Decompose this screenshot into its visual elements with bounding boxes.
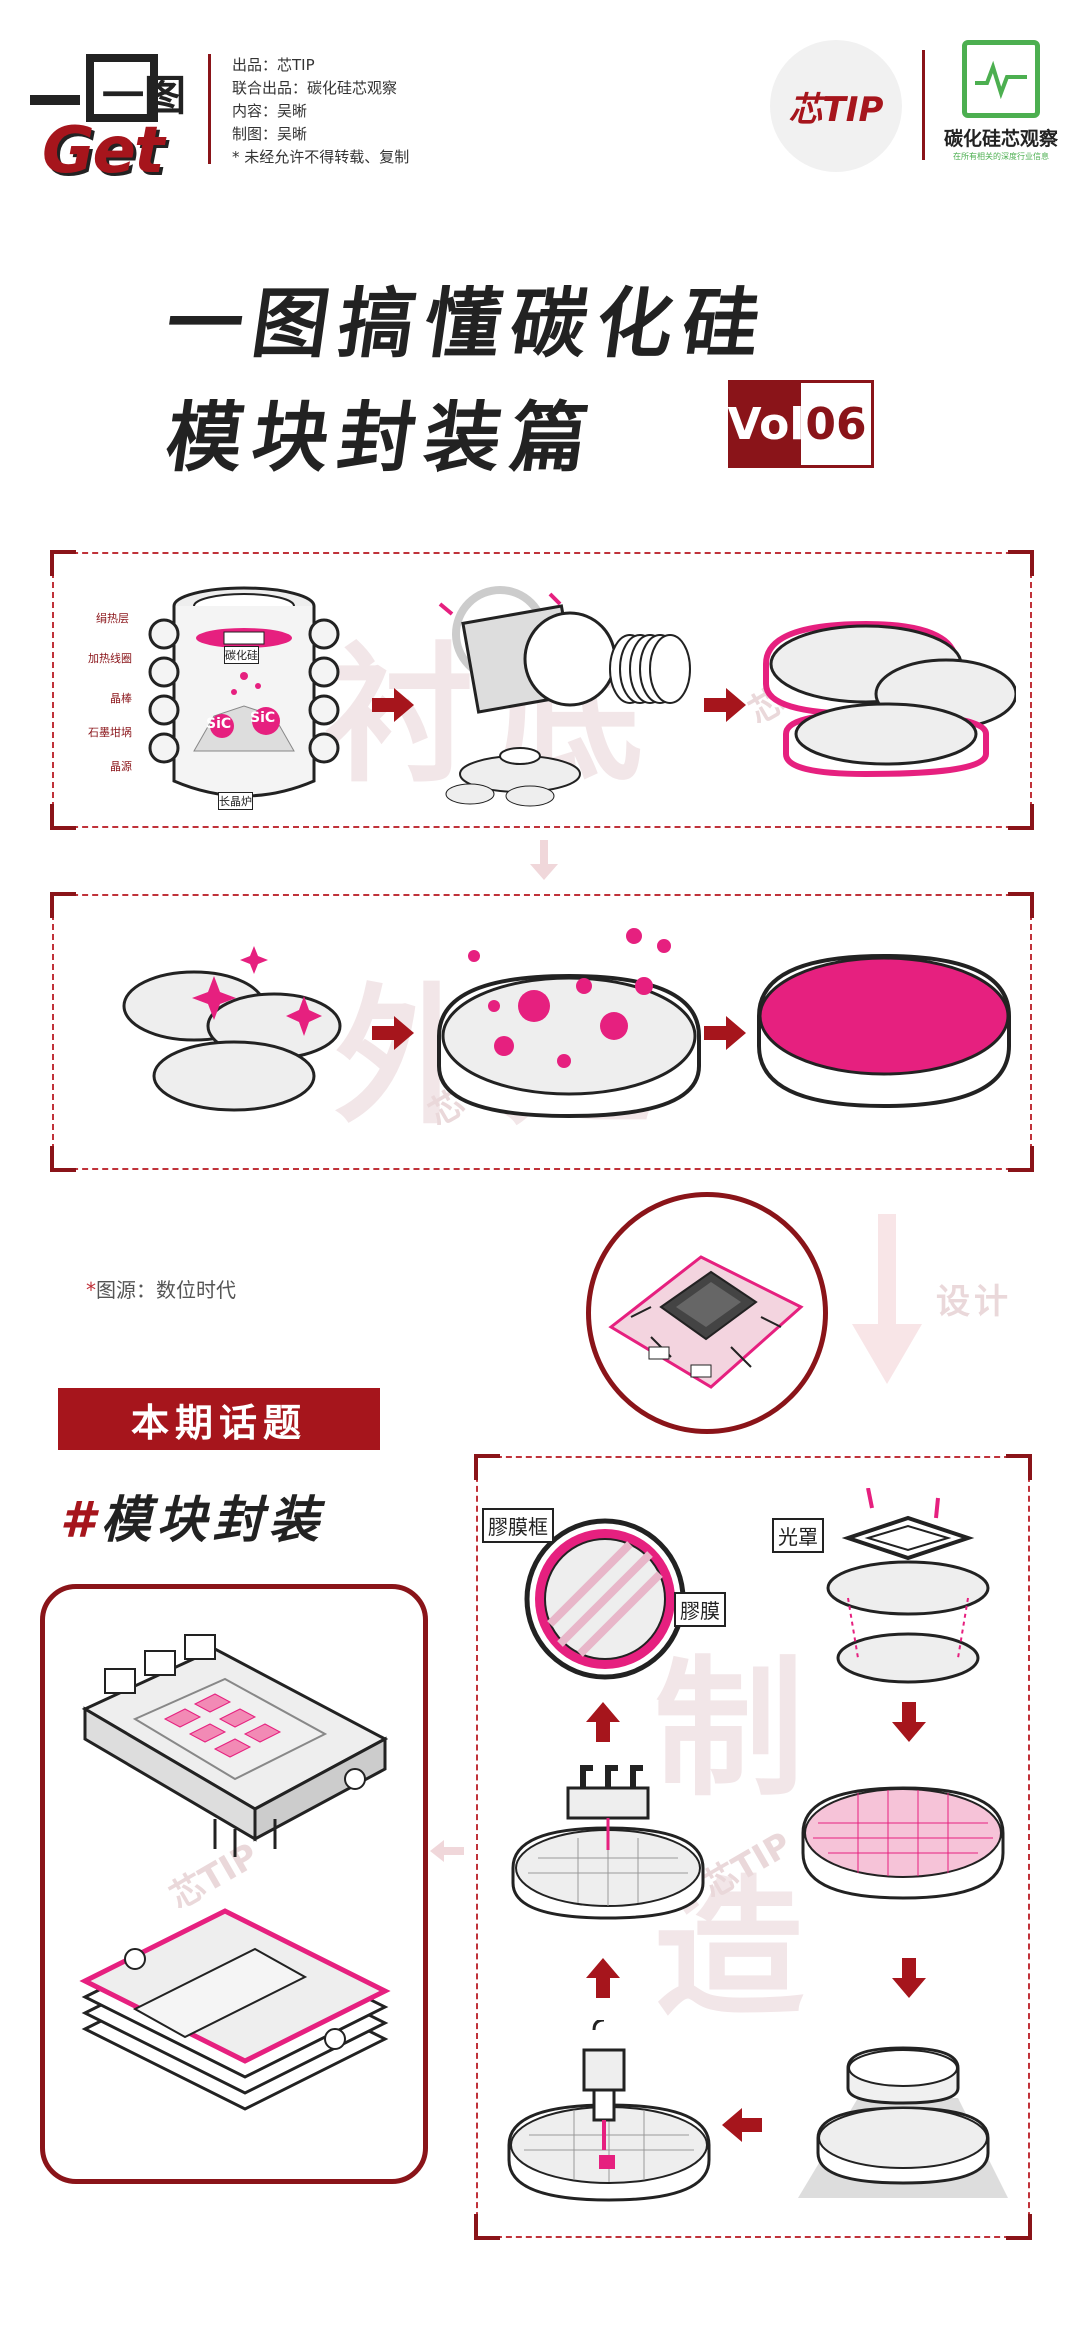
- tape-frame-illustration: [524, 1518, 686, 1680]
- flow-arrow-down-icon: [530, 840, 558, 880]
- credit-line: 内容：吴晰: [232, 102, 308, 120]
- wafer-stack-illustration: [122, 946, 342, 1112]
- wafer-probe-illustration: [798, 2046, 1008, 2198]
- label-tape-frame: 膠膜框: [482, 1508, 554, 1543]
- design-chip-circle: [586, 1192, 828, 1434]
- arrow-right-icon: [704, 1016, 746, 1050]
- epitaxy-deposition-illustration: [437, 928, 701, 1119]
- partner2-subtext: 在所有相关的深度行业信息: [953, 152, 1049, 161]
- label-tape: 膠膜: [674, 1592, 726, 1627]
- wafer-dicing-illustration: [507, 2020, 711, 2202]
- vol-label: Vol: [728, 383, 804, 465]
- partner-logo-sic: 碳化硅芯观察 在所有相关的深度行业信息: [936, 40, 1066, 170]
- label-photomask: 光罩: [772, 1518, 824, 1553]
- partner-logo-xintip: 芯TIP: [770, 40, 902, 172]
- credit-line: * 未经允许不得转载、复制: [232, 148, 410, 166]
- arrow-up-icon: [586, 1702, 620, 1742]
- chip-design-icon: [608, 1255, 804, 1389]
- sic-wafers-illustration: [763, 620, 1016, 778]
- label-heating-coil: 加热线圈: [88, 652, 132, 665]
- stage-manufacturing-frame: 制 造 芯TIP 膠膜框 膠膜 光罩: [474, 1454, 1032, 2240]
- partner2-text: 碳化硅芯观察: [943, 128, 1058, 150]
- source-star-icon: *: [86, 1278, 96, 1302]
- topic-hashtag-text: 模块封装: [100, 1491, 325, 1549]
- wire-bonding-illustration: [511, 1765, 705, 1920]
- image-source-text: 图源：数位时代: [96, 1278, 236, 1302]
- label-insulation: 绢热层: [96, 612, 129, 625]
- vol-number: 06: [801, 383, 871, 465]
- arrow-right-icon: [704, 688, 746, 722]
- frame-corner: [1008, 550, 1034, 576]
- arrow-down-icon: [892, 1958, 926, 1998]
- frame-corner: [50, 1146, 76, 1172]
- title-line-1: 一图搞懂碳化硅: [160, 279, 776, 368]
- get-logo: 一图 Get: [22, 50, 202, 188]
- partner-logo-text: 芯TIP: [788, 89, 884, 130]
- frame-corner: [50, 550, 76, 576]
- credit-line: 制图：吴晰: [232, 125, 308, 143]
- arrow-down-icon: [892, 1702, 926, 1742]
- flow-arrow-left-icon: [430, 1840, 464, 1862]
- frame-corner: [1008, 804, 1034, 830]
- patterned-wafer-illustration: [801, 1786, 1005, 1900]
- credit-line: 出品：芯TIP: [232, 56, 315, 74]
- arrow-right-icon: [372, 688, 414, 722]
- logo-get-text: Get: [42, 114, 165, 188]
- crystal-label-1: SiC: [206, 716, 232, 732]
- chip-icon: [962, 40, 1040, 118]
- arrow-up-icon: [586, 1958, 620, 1998]
- arrow-left-icon: [722, 2108, 762, 2142]
- label-furnace: 长晶炉: [218, 792, 253, 810]
- ingot-slicing-illustration: [438, 586, 691, 807]
- module-card: 芯TIP: [40, 1584, 428, 2184]
- label-source: 晶源: [110, 760, 132, 773]
- frame-corner: [474, 1454, 500, 1480]
- frame-corner: [1006, 2214, 1032, 2240]
- vol-badge: Vol 06: [728, 380, 874, 468]
- logo-top-text: 一图: [102, 71, 186, 120]
- stage-epitaxy-frame: 外延 芯TIP: [50, 892, 1034, 1172]
- frame-corner: [1008, 892, 1034, 918]
- power-module-stack-illustration: [79, 1908, 391, 2111]
- label-sic: 碳化硅: [224, 646, 259, 664]
- label-crucible: 石墨坩埚: [88, 726, 132, 739]
- topic-hashtag: #模块封装: [60, 1480, 325, 1552]
- frame-corner: [50, 892, 76, 918]
- credits-block: 出品：芯TIP 联合出品：碳化硅芯观察 内容：吴晰 制图：吴晰 * 未经允许不得…: [232, 54, 409, 169]
- credit-line: 联合出品：碳化硅芯观察: [232, 79, 398, 97]
- frame-corner: [1008, 1146, 1034, 1172]
- image-source: *图源：数位时代: [86, 1274, 236, 1303]
- frame-corner: [50, 804, 76, 830]
- topic-bar: 本期话题: [58, 1388, 380, 1450]
- crystal-furnace-illustration: [148, 586, 340, 798]
- hash-symbol: #: [60, 1491, 101, 1549]
- arrow-right-icon: [372, 1016, 414, 1050]
- epitaxial-wafer-illustration: [757, 953, 1011, 1109]
- design-arrow-down-icon: [852, 1214, 922, 1384]
- crystal-label-2: SiC: [250, 710, 276, 726]
- power-module-top-illustration: [81, 1634, 389, 1857]
- stage-substrate-frame: 衬底 芯TIP 绢热层 加热线圈 晶棒 石墨坩埚 晶源 碳化硅 长晶炉 SiC …: [50, 550, 1034, 830]
- frame-corner: [474, 2214, 500, 2240]
- partner-divider: [922, 50, 925, 160]
- title-line-2: 模块封装篇: [160, 393, 604, 482]
- photomask-illustration: [826, 1488, 990, 1684]
- watermark-manufacture-top: 制: [654, 1643, 825, 1817]
- design-label: 设计: [936, 1282, 1012, 1322]
- label-ingot: 晶棒: [110, 692, 132, 705]
- frame-corner: [1006, 1454, 1032, 1480]
- header-divider: [208, 54, 211, 164]
